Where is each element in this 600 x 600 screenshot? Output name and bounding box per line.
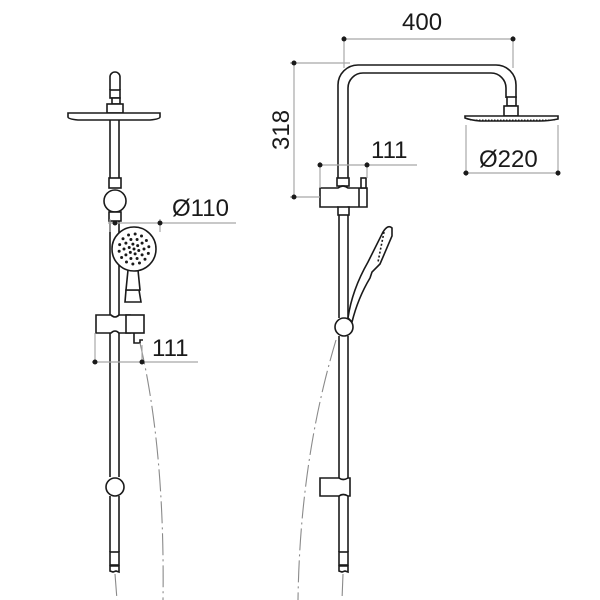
dim-marker bbox=[139, 359, 145, 365]
dim-head-diameter: Ø220 bbox=[463, 125, 561, 176]
dim-marker bbox=[341, 36, 347, 42]
dim-arm-height: 318 bbox=[268, 60, 350, 200]
nozzle bbox=[133, 252, 137, 256]
side-diverter-body bbox=[319, 185, 368, 210]
front-inlet-hose bbox=[114, 573, 118, 600]
nozzle bbox=[122, 247, 126, 251]
front-diverter-body bbox=[95, 314, 131, 334]
nozzle bbox=[118, 243, 122, 247]
front-overhead-shower-head bbox=[67, 112, 161, 121]
nozzle bbox=[127, 233, 131, 237]
dim-arm-reach: 400 bbox=[341, 9, 516, 68]
head-mount bbox=[503, 105, 519, 117]
front-wall-bracket bbox=[105, 477, 125, 497]
dim-label-front-offset: 111 bbox=[152, 335, 188, 362]
dim-side-offset: 111 bbox=[317, 137, 417, 188]
side-hand-shower-nozzles bbox=[377, 231, 385, 263]
front-arm-nut bbox=[111, 97, 121, 105]
dim-marker bbox=[317, 162, 323, 168]
side-flexible-hose bbox=[297, 339, 337, 600]
dim-marker bbox=[92, 359, 98, 365]
nozzle bbox=[131, 242, 135, 246]
nozzle bbox=[124, 253, 128, 257]
front-head-mount bbox=[106, 103, 124, 114]
dim-marker bbox=[112, 220, 118, 226]
nozzle bbox=[146, 251, 150, 255]
dim-marker bbox=[364, 162, 370, 168]
front-view bbox=[67, 71, 164, 600]
dim-marker bbox=[555, 170, 561, 176]
dim-marker bbox=[510, 36, 516, 42]
dimensions: Ø110 111 400 318 bbox=[92, 9, 561, 365]
side-wall-bracket bbox=[319, 477, 351, 497]
gooseneck-inner bbox=[347, 72, 507, 178]
nozzle bbox=[120, 255, 124, 259]
side-overhead-shower-head bbox=[464, 115, 559, 122]
side-rail-collar bbox=[337, 206, 350, 216]
nozzle bbox=[147, 245, 151, 249]
side-hand-shower bbox=[347, 225, 393, 324]
gooseneck-outer bbox=[337, 64, 517, 178]
dim-label-arm-reach: 400 bbox=[402, 9, 442, 36]
nozzle bbox=[136, 244, 140, 248]
front-slide-lower bbox=[108, 211, 122, 222]
front-diverter-outlet bbox=[133, 333, 143, 344]
dim-marker bbox=[291, 194, 297, 200]
nozzle bbox=[140, 234, 144, 238]
dim-marker bbox=[463, 170, 469, 176]
side-diverter-collar bbox=[336, 177, 350, 187]
side-view bbox=[297, 64, 559, 600]
hand-shower-grip-end bbox=[124, 289, 142, 303]
front-slide-knob bbox=[103, 189, 127, 213]
dim-hand-shower-diameter: Ø110 bbox=[108, 195, 236, 232]
nozzle bbox=[124, 241, 128, 245]
dim-label-arm-height: 318 bbox=[268, 110, 295, 150]
nozzle bbox=[129, 257, 133, 261]
side-inlet-hose bbox=[341, 573, 344, 600]
side-slide-knob bbox=[334, 317, 354, 337]
nozzle bbox=[124, 260, 128, 264]
dim-label-side-offset: 111 bbox=[371, 137, 407, 164]
nozzle bbox=[137, 261, 141, 265]
hand-shower-handle bbox=[125, 269, 141, 291]
nozzle bbox=[129, 237, 133, 241]
front-flexible-hose bbox=[139, 342, 164, 600]
nozzle bbox=[117, 249, 121, 253]
front-diverter-cap bbox=[125, 314, 145, 334]
nozzle bbox=[140, 253, 144, 257]
front-slide-collar bbox=[108, 177, 122, 189]
nozzle bbox=[128, 250, 132, 254]
side-rail-end-cap bbox=[338, 551, 349, 566]
dim-marker bbox=[157, 220, 163, 226]
nozzle bbox=[137, 248, 141, 252]
front-arm-top bbox=[109, 71, 121, 90]
side-diverter-lever bbox=[360, 177, 367, 189]
nozzle bbox=[127, 246, 131, 250]
front-rail-end-cap bbox=[109, 551, 120, 566]
hand-shower-nozzles bbox=[117, 232, 151, 266]
nozzle bbox=[132, 247, 136, 251]
nozzle bbox=[140, 241, 144, 245]
nozzle bbox=[142, 247, 146, 251]
nozzle bbox=[133, 232, 137, 236]
front-arm-collar bbox=[109, 89, 121, 99]
front-diverter bbox=[95, 314, 145, 344]
head-swivel bbox=[506, 96, 517, 107]
nozzle bbox=[135, 257, 139, 261]
dim-front-offset: 111 bbox=[92, 333, 198, 365]
front-hand-shower bbox=[111, 226, 157, 303]
dim-label-head-diameter: Ø220 bbox=[479, 146, 538, 173]
dim-label-hand-shower-diameter: Ø110 bbox=[172, 195, 229, 222]
nozzle bbox=[121, 237, 125, 241]
nozzle bbox=[143, 257, 147, 261]
side-rail-end-plug bbox=[338, 565, 349, 574]
nozzle bbox=[135, 237, 139, 241]
nozzle bbox=[144, 239, 148, 243]
nozzle bbox=[131, 262, 135, 266]
dim-marker bbox=[291, 60, 297, 66]
front-rail-end-plug bbox=[109, 565, 120, 574]
